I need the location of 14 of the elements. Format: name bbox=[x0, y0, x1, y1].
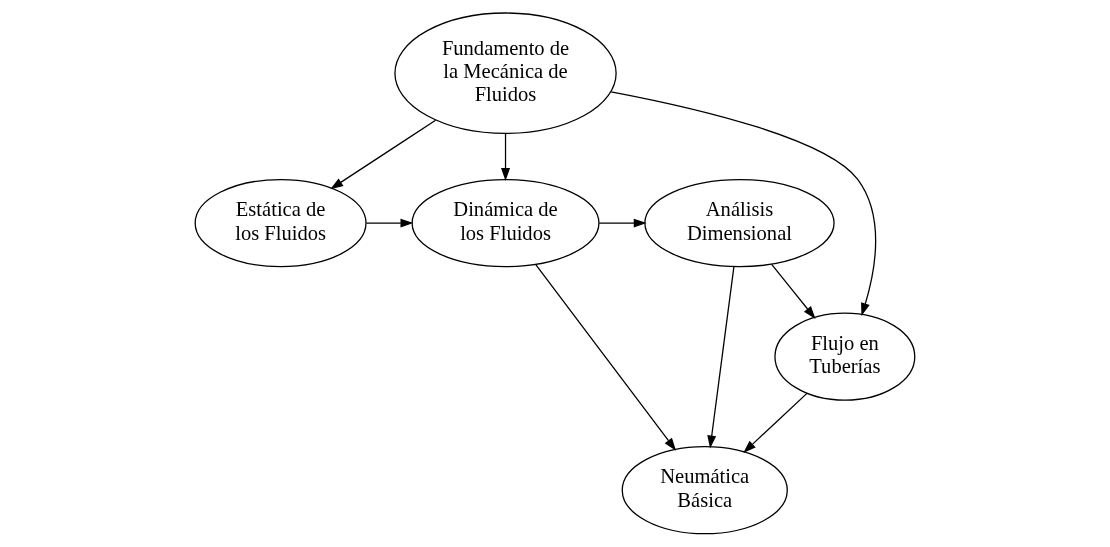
node-ellipse: Neumática Básica bbox=[621, 445, 788, 535]
arrow bbox=[598, 218, 647, 228]
node-ellipse: Fundamento de la Mecánica de Fluidos bbox=[394, 12, 617, 135]
arrow bbox=[365, 218, 414, 228]
arrow bbox=[707, 266, 735, 449]
arrow bbox=[771, 263, 816, 319]
arrow bbox=[535, 263, 677, 451]
node-ellipse: Análisis Dimensional bbox=[644, 178, 835, 268]
arrow bbox=[743, 392, 808, 453]
node-ellipse: Flujo en Tuberías bbox=[774, 312, 916, 401]
node-ellipse: Dinámica de los Fluidos bbox=[411, 178, 600, 268]
arrow bbox=[501, 132, 511, 181]
arrow bbox=[330, 119, 437, 190]
arrow bbox=[610, 91, 877, 316]
